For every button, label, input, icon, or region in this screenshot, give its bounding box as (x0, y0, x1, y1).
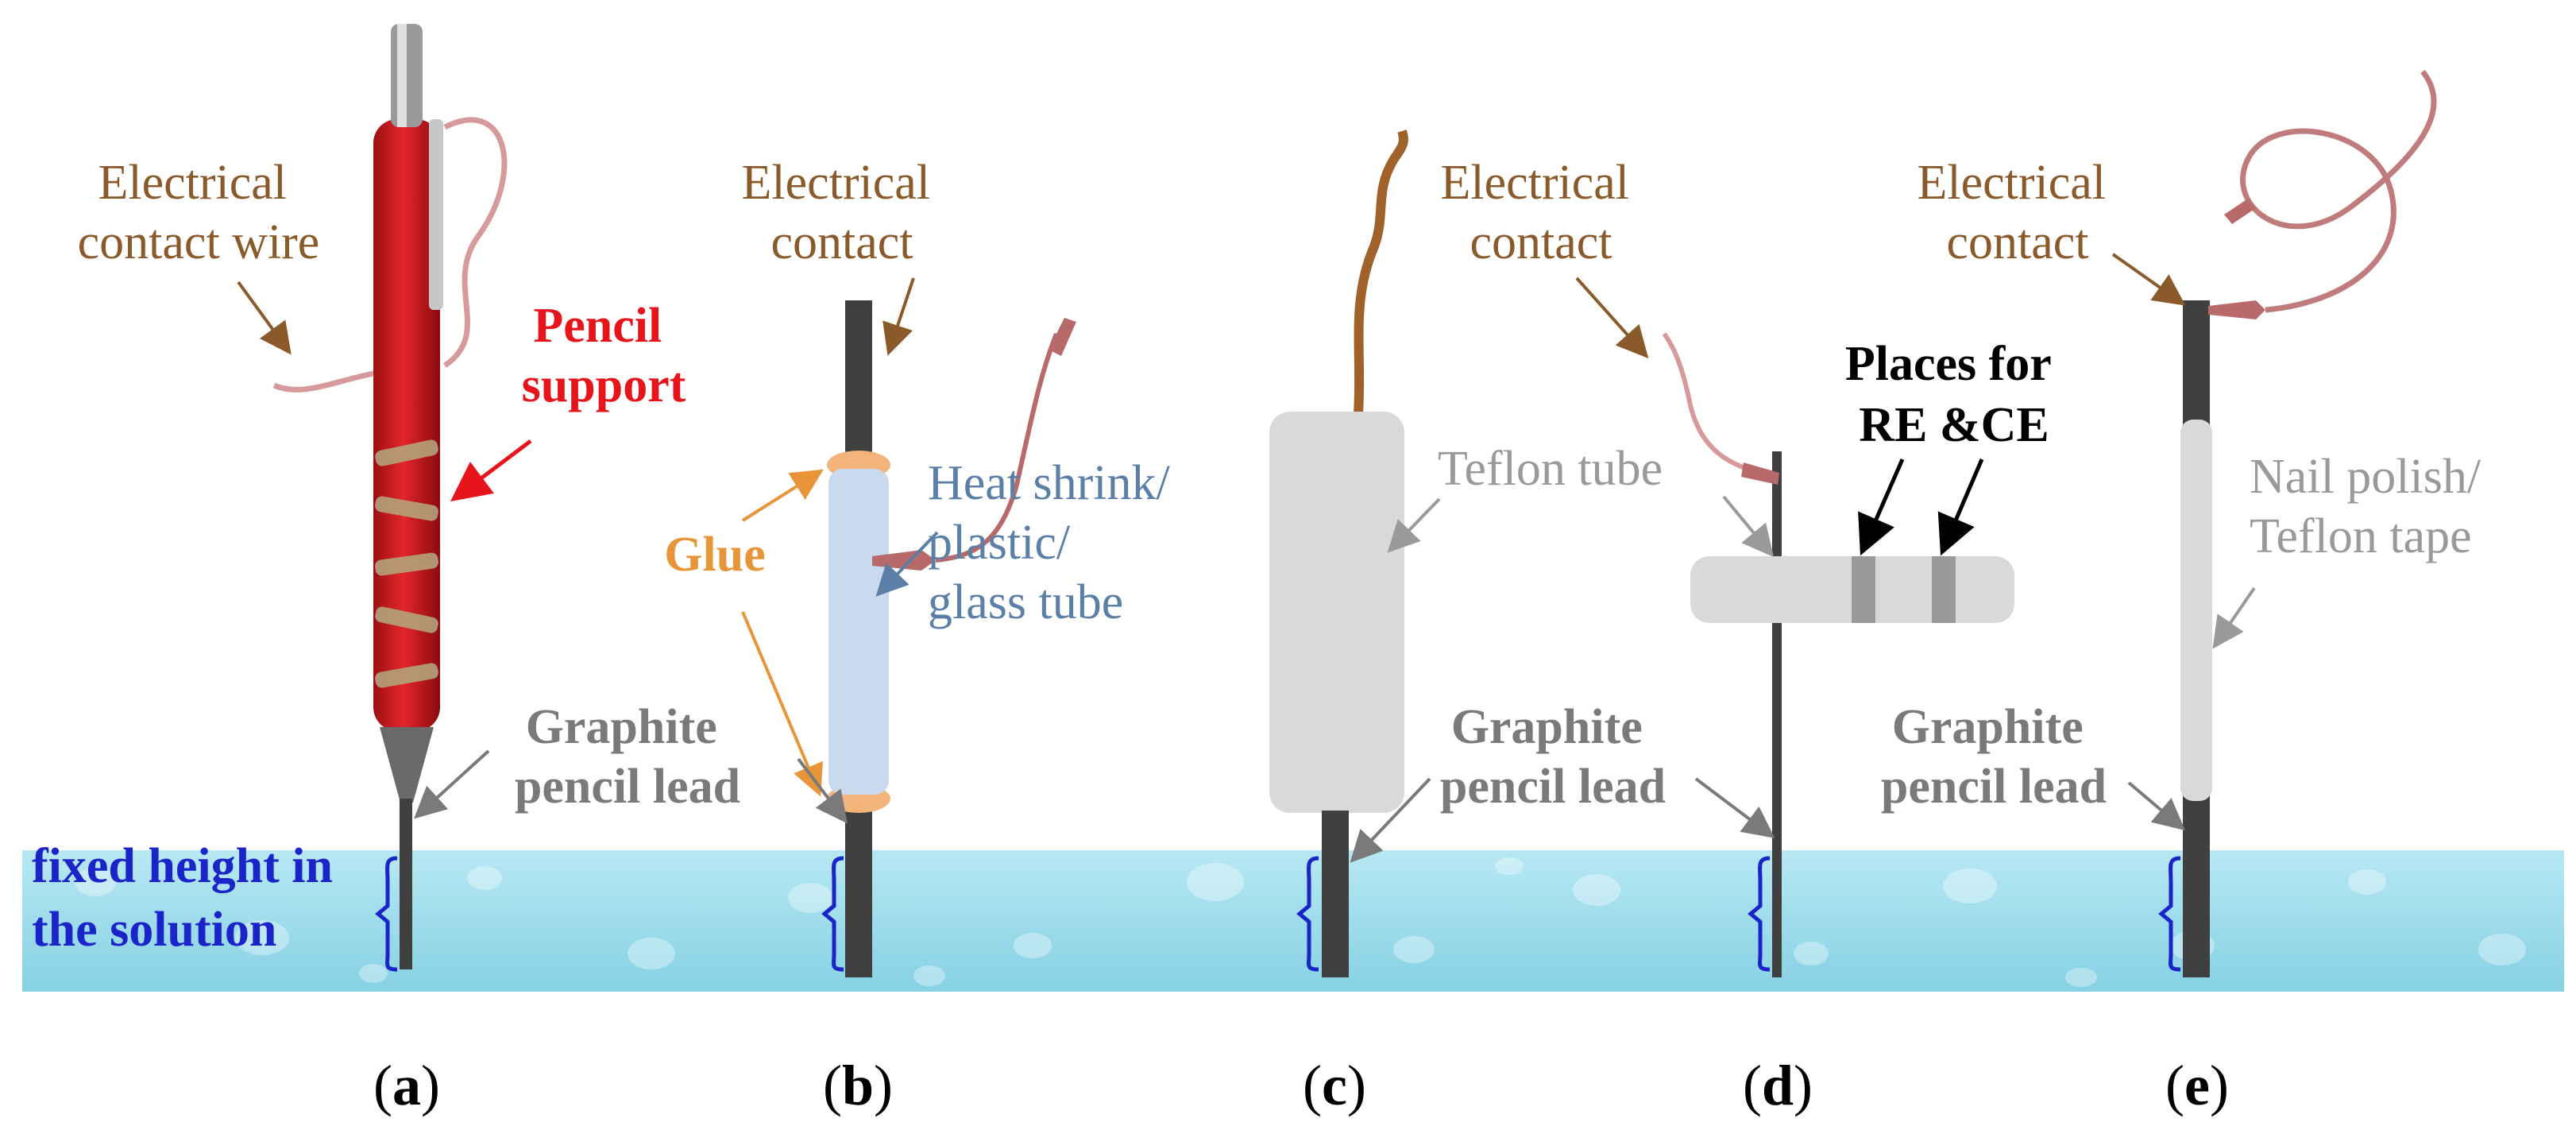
label-graphite-c: Graphite pencil lead (1440, 700, 1666, 814)
label-fixed-height: fixed height in the solution (32, 839, 345, 957)
arrow-nail-polish (2212, 586, 2256, 649)
arrow-contact-e (2111, 253, 2186, 306)
teflon-tube-c (1269, 412, 1404, 813)
pencil-body (373, 119, 440, 731)
panel-tag-b: (b) (823, 1054, 893, 1117)
label-graphite-e: Graphite pencil lead (1881, 700, 2107, 814)
contact-wire-end (272, 370, 374, 393)
label-glue: Glue (664, 528, 765, 582)
label-electrical-contact-b: Electrical contact (742, 156, 943, 269)
alligator-clip-d (1741, 462, 1779, 485)
heat-shrink-tube (828, 469, 889, 795)
contact-wire-wrap (443, 117, 508, 368)
label-nail-polish: Nail polish/ Teflon tape (2250, 450, 2493, 563)
arrow-graphite-a (414, 749, 490, 819)
nail-polish-coating (2180, 420, 2212, 801)
graphite-lead-a (400, 799, 412, 969)
wire-d (1662, 332, 1748, 471)
panel-b: Electrical contact Glue Heat shrink/ pla… (664, 156, 1182, 1117)
panel-c: Electrical contact Teflon tube Graphite … (1269, 130, 1666, 1117)
arrow-pencil-support (450, 439, 532, 502)
wire-c (1354, 130, 1408, 414)
height-bracket-b (821, 856, 844, 972)
label-pencil-support: Pencil support (522, 299, 686, 412)
arrow-teflon-d (1722, 495, 1775, 558)
label-places-re-ce: Places for RE &CE (1845, 337, 2063, 452)
alligator-clip-e (2208, 300, 2265, 319)
wire-end-e (2224, 199, 2256, 224)
arrow-ce-place (1937, 459, 1984, 556)
label-graphite-a: Graphite pencil lead (515, 700, 740, 814)
arrow-contact-b (882, 277, 915, 356)
wire-b (935, 332, 1059, 563)
label-electrical-contact-wire: Electrical contact wire (78, 156, 320, 269)
ce-place-slot (1932, 556, 1956, 623)
arrow-graphite-c (1350, 777, 1431, 863)
arrow-contact-wire (237, 281, 292, 355)
graphite-lead-d (1772, 451, 1782, 977)
arrow-graphite-e (2127, 781, 2186, 831)
label-tube-b: Heat shrink/ plastic/ glass tube (928, 456, 1182, 629)
panel-d: Places for RE &CE (d) (1662, 332, 2063, 1117)
panel-a: Electrical contact wire Pencil support G… (32, 24, 740, 1117)
label-electrical-contact-c: Electrical contact (1441, 156, 1642, 269)
height-bracket-a (375, 856, 398, 972)
arrow-glue-top (741, 469, 824, 522)
pencil-tip (380, 727, 434, 803)
arrow-graphite-d (1694, 777, 1775, 838)
arrow-tube-b (875, 531, 939, 597)
arrow-contact-c (1575, 277, 1649, 358)
arrow-glue-bottom (741, 611, 823, 797)
label-electrical-contact-e: Electrical contact (1918, 156, 2118, 269)
tape-bands (375, 439, 438, 688)
height-bracket-e (2158, 856, 2181, 972)
arrow-re-place (1858, 458, 1905, 556)
pencil-clip (429, 119, 443, 310)
graphite-lead-c (1322, 811, 1349, 977)
arrow-graphite-b (797, 757, 848, 824)
re-place-slot (1852, 556, 1875, 623)
panel-tag-e: (e) (2165, 1054, 2229, 1117)
wire-end-b (1049, 318, 1076, 356)
wire-loop-e (2240, 69, 2437, 313)
label-teflon-tube: Teflon tube (1438, 442, 1663, 496)
arrow-teflon-tube (1387, 497, 1441, 553)
panel-e: Electrical contact Nail polish/ Teflon t… (1881, 69, 2493, 1117)
panel-tag-d: (d) (1743, 1054, 1813, 1117)
height-bracket-d (1748, 856, 1771, 972)
panel-tag-c: (c) (1303, 1054, 1366, 1117)
panel-tag-a: (a) (373, 1054, 440, 1117)
height-bracket-c (1296, 856, 1319, 972)
